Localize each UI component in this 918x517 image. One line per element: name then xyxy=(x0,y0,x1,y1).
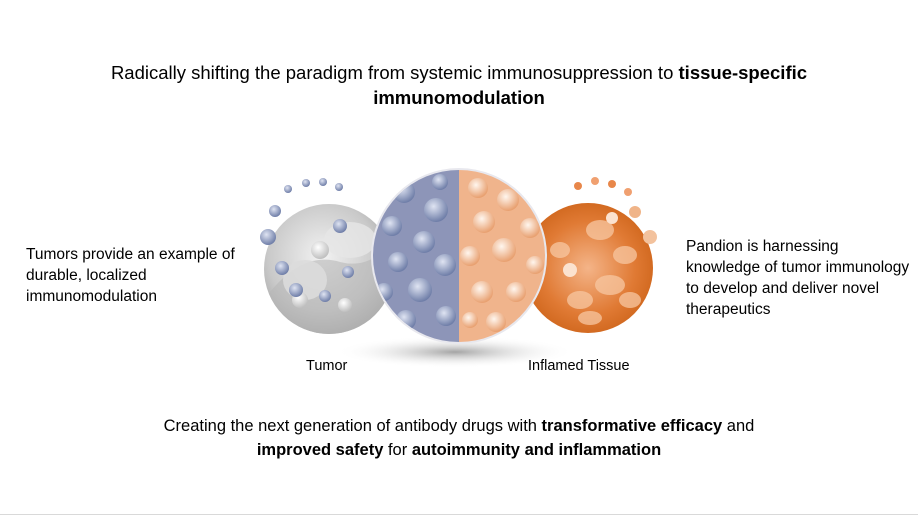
tumor-description: Tumors provide an example of durable, lo… xyxy=(26,246,235,305)
pandion-description: Pandion is harnessing knowledge of tumor… xyxy=(686,238,910,318)
slide-divider xyxy=(0,514,918,515)
figure-shadow xyxy=(335,336,575,368)
inflamed-immune-cells xyxy=(563,177,657,277)
peach-immune-cells xyxy=(460,178,544,332)
footer-bold-2: improved safety xyxy=(256,441,384,459)
footer-text-1: Creating the next generation of antibody… xyxy=(163,417,542,435)
footer-text-3: for xyxy=(383,441,412,459)
inflamed-tissue-circle xyxy=(523,203,653,333)
tumor-immune-cells xyxy=(260,178,354,302)
footer-bold-1: transformative efficacy xyxy=(541,417,723,435)
footer-statement: Creating the next generation of antibody… xyxy=(40,414,878,462)
footer-bold-3: autoimmunity and inflammation xyxy=(411,441,662,459)
inflamed-tissue-caption: Inflamed Tissue xyxy=(528,358,630,374)
center-split-circle xyxy=(371,168,547,344)
page-title: Radically shifting the paradigm from sys… xyxy=(40,60,878,110)
headline-text: Radically shifting the paradigm from sys… xyxy=(110,62,679,83)
headline-bold: tissue-specific immunomodulation xyxy=(373,62,808,108)
footer-text-2: and xyxy=(722,417,755,435)
tumor-caption: Tumor xyxy=(306,358,348,374)
